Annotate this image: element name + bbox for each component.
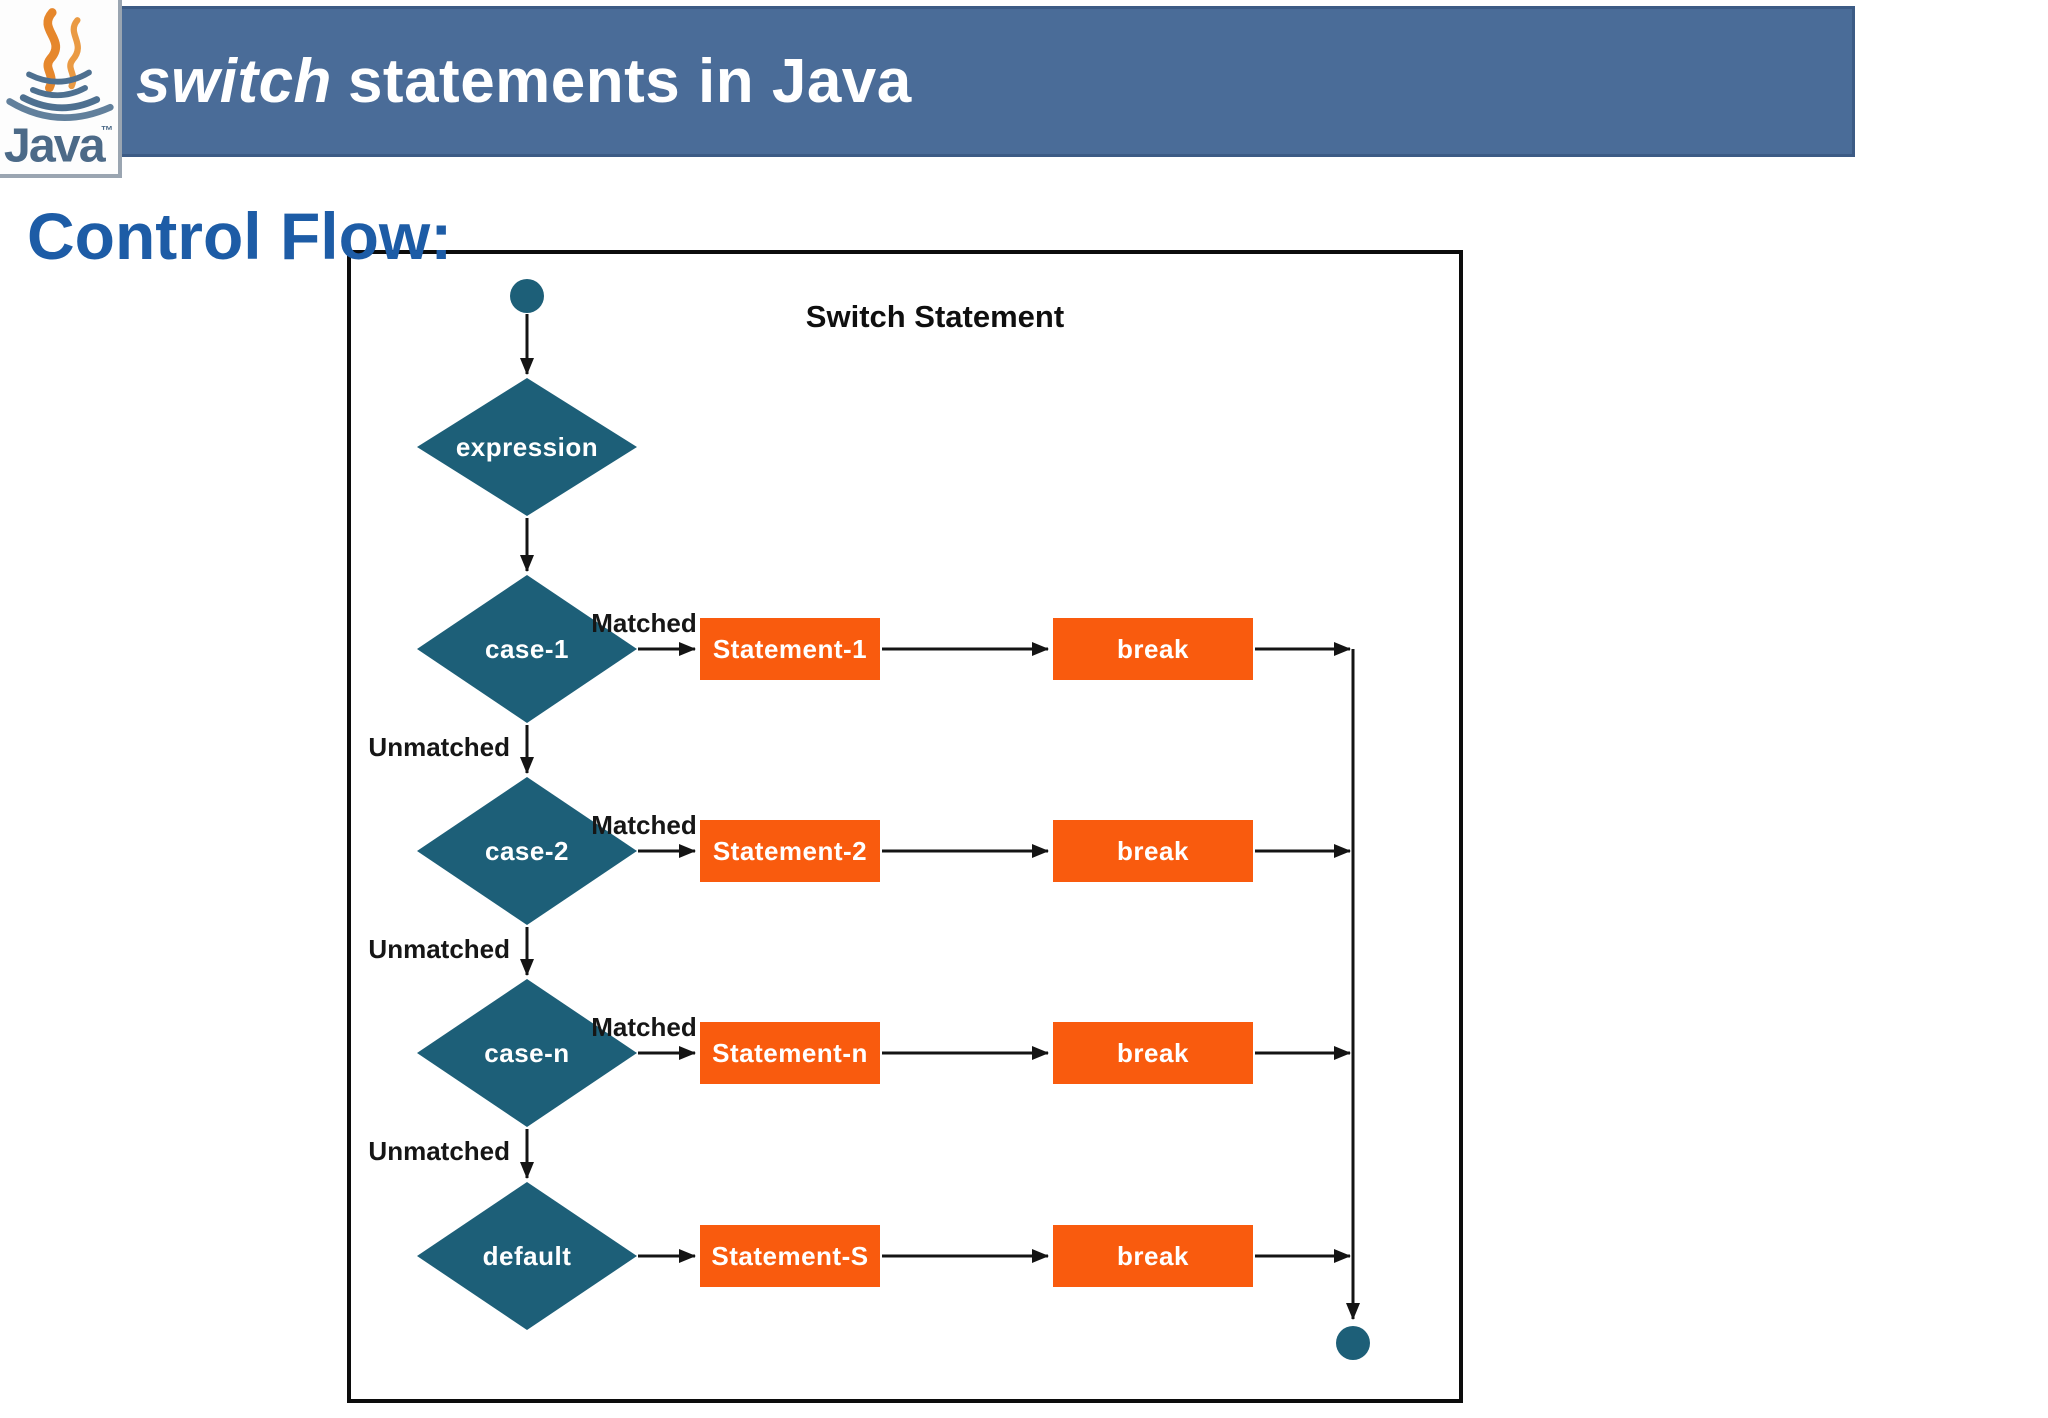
matched-label-1: Matched	[591, 608, 696, 638]
expression-label: expression	[456, 432, 598, 462]
statement-1-label: Statement-1	[713, 634, 867, 664]
case-2-label: case-2	[485, 836, 569, 866]
statement-n-label: Statement-n	[712, 1038, 868, 1068]
break-2-label: break	[1117, 836, 1189, 866]
case-1-label: case-1	[485, 634, 569, 664]
break-4-label: break	[1117, 1241, 1189, 1271]
steam-icon	[43, 8, 61, 93]
unmatched-label-2: Unmatched	[368, 934, 510, 964]
default-label: default	[483, 1241, 572, 1271]
slide-title-rest: statements in Java	[347, 47, 912, 116]
statement-1-box	[700, 618, 880, 680]
flowchart-canvas: Switch Statement expression case-1 Match…	[347, 250, 1463, 1403]
statement-s-label: Statement-S	[711, 1241, 868, 1271]
cup-ring-icon	[26, 69, 92, 85]
matched-label-3: Matched	[591, 1012, 696, 1042]
slide-title-keyword: switch	[136, 47, 332, 116]
default-diamond	[417, 1182, 637, 1330]
cup-ring-icon	[19, 94, 101, 112]
case-n-diamond	[417, 979, 637, 1127]
break-2-box	[1053, 820, 1253, 882]
statement-2-box	[700, 820, 880, 882]
break-1-box	[1053, 618, 1253, 680]
statement-n-box	[700, 1022, 880, 1084]
java-logo: Java ™	[0, 0, 122, 178]
diagram-title: Switch Statement	[806, 299, 1064, 334]
start-node	[510, 279, 544, 313]
unmatched-label-1: Unmatched	[368, 732, 510, 762]
expression-diamond	[417, 378, 637, 516]
break-3-label: break	[1117, 1038, 1189, 1068]
flowchart: Switch Statement expression case-1 Match…	[347, 250, 1463, 1403]
break-3-box	[1053, 1022, 1253, 1084]
unmatched-label-3: Unmatched	[368, 1136, 510, 1166]
statement-s-box	[700, 1225, 880, 1287]
end-node	[1336, 1326, 1370, 1360]
logo-trademark: ™	[101, 123, 114, 137]
break-1-label: break	[1117, 634, 1189, 664]
logo-wordmark: Java	[4, 118, 107, 172]
matched-label-2: Matched	[591, 810, 696, 840]
case-2-diamond	[417, 777, 637, 925]
case-1-diamond	[417, 575, 637, 723]
cup-ring-icon	[29, 85, 89, 99]
break-4-box	[1053, 1225, 1253, 1287]
cup-swoosh-icon	[6, 98, 114, 122]
statement-2-label: Statement-2	[713, 836, 867, 866]
java-logo-icon: Java ™	[4, 8, 114, 172]
page-title: Control Flow:	[27, 199, 453, 273]
case-n-label: case-n	[484, 1038, 569, 1068]
